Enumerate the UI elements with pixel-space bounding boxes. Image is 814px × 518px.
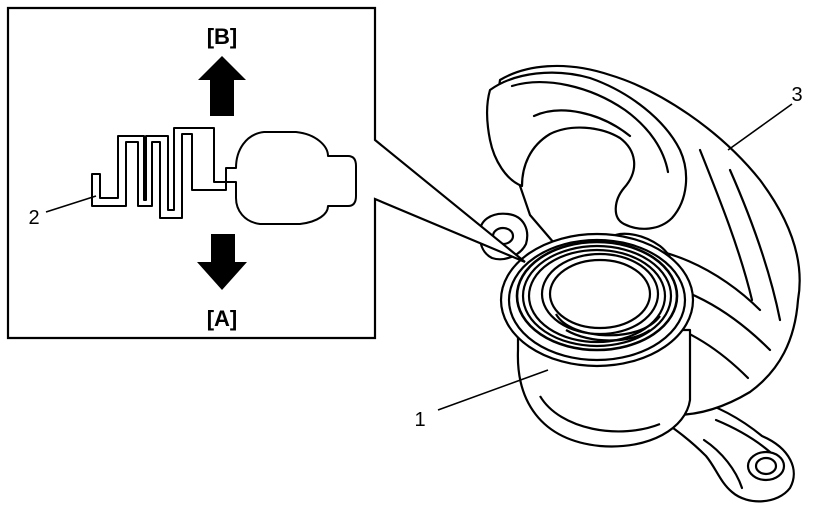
leader-line-1	[437, 369, 549, 411]
leader-line-3	[727, 103, 793, 151]
callout-2: 2	[28, 207, 39, 229]
direction-label-bottom: [A]	[207, 306, 238, 331]
callout-1: 1	[414, 409, 425, 431]
callout-3: 3	[791, 84, 802, 106]
strut-mount-flange	[485, 71, 688, 230]
inset-frame	[6, 6, 526, 340]
arrow-up-icon	[198, 56, 246, 116]
leader-line-2	[45, 195, 97, 213]
encoder-seal-profile	[91, 127, 357, 225]
wheel-bearing	[499, 232, 695, 448]
arrow-down-icon	[197, 234, 247, 290]
callouts	[45, 103, 793, 411]
detail-inset: [B] [A]	[6, 6, 526, 340]
direction-label-top: [B]	[207, 24, 238, 49]
